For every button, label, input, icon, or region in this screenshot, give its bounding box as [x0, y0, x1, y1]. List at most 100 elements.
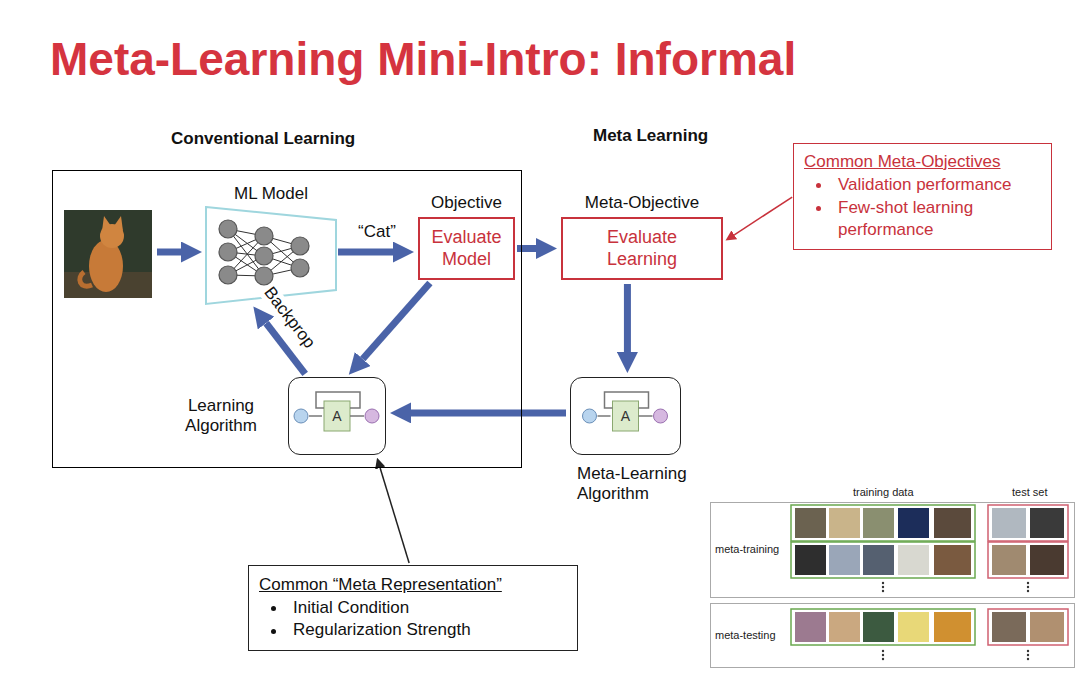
edge-label: Backprop: [258, 282, 319, 354]
dataset-thumbnails: [1027, 582, 1029, 584]
connector-arrow: [734, 197, 792, 235]
meta-algorithm-icon: [605, 392, 649, 408]
meta-objectives-callout: Common Meta-ObjectivesValidation perform…: [793, 143, 1052, 250]
algorithm-icon: [294, 409, 308, 423]
dataset-thumbnails: [1027, 658, 1029, 660]
meta-algorithm-icon: [583, 409, 597, 423]
algorithm-icon: [294, 392, 379, 431]
node-text: Evaluate Learning: [586, 227, 698, 270]
meta-training-row: meta-training: [710, 502, 1075, 598]
slide-title: Meta-Learning Mini-Intro: Informal: [50, 34, 796, 85]
dataset-thumbnails: [791, 609, 975, 645]
dataset-thumbnails: [795, 612, 826, 642]
algorithm-icon: [309, 415, 322, 417]
node-heading: ML Model: [234, 184, 308, 204]
node-heading: Objective: [431, 193, 502, 213]
neural-network: [291, 259, 309, 277]
dataset-thumbnails: [795, 545, 826, 575]
node-text: Validation performance: [804, 174, 1012, 197]
node-text: Few-shot learning performance: [804, 197, 1041, 243]
column-heading: test set: [1012, 486, 1047, 498]
dataset-thumbnails: [791, 542, 975, 578]
node-heading: Conventional Learning: [171, 129, 355, 149]
node-text: Initial Condition: [259, 597, 409, 620]
dataset-thumbnails: [898, 508, 929, 538]
meta-testing-row: meta-testing: [710, 603, 1075, 668]
meta-algorithm-icon: [583, 392, 668, 431]
neural-network: [291, 237, 309, 255]
dataset-thumbnails: [1027, 650, 1029, 652]
dataset-thumbnails: [898, 612, 929, 642]
dataset-thumbnails: [934, 545, 971, 575]
meta-algorithm-icon: [598, 415, 611, 417]
dataset-thumbnails: [863, 612, 894, 642]
objective-box: ObjectiveEvaluate Model: [418, 217, 515, 280]
connector-arrow: [517, 245, 536, 252]
dataset-thumbnails: [1030, 508, 1064, 538]
neural-network: [255, 247, 273, 265]
meta-algorithm-icon: [613, 401, 639, 431]
section-heading: Meta Learning: [593, 126, 708, 146]
column-heading: training data: [853, 486, 914, 498]
meta-representation-callout: Common “Meta Representation”Initial Cond…: [248, 565, 578, 651]
dataset-thumbnails: [992, 545, 1026, 575]
meta-objective-box: Meta-ObjectiveEvaluate Learning: [561, 217, 723, 280]
connector-arrow: [380, 468, 409, 563]
connector-arrow: [338, 249, 393, 256]
dataset-thumbnails: [898, 545, 929, 575]
meta-algorithm-icon: [654, 409, 668, 423]
dataset-thumbnails: [882, 582, 884, 584]
cat-photo: [114, 216, 123, 231]
dataset-thumbnails: [1027, 654, 1029, 656]
dataset-thumbnails: [988, 542, 1068, 578]
dataset-thumbnails: [829, 508, 860, 538]
neural-network: [255, 267, 273, 285]
dataset-thumbnails: [934, 508, 971, 538]
edge-label: “Cat”: [356, 223, 398, 242]
dataset-thumbnails: [795, 508, 826, 538]
connector-arrow: [624, 284, 631, 352]
dataset-thumbnails: [1030, 612, 1064, 642]
dataset-thumbnails: [988, 505, 1068, 541]
node-heading: Learning Algorithm: [173, 396, 269, 437]
cat-photo: [89, 240, 123, 292]
dataset-thumbnails: [934, 612, 971, 642]
dataset-thumbnails: [1030, 545, 1064, 575]
cat-photo: [64, 210, 152, 298]
dataset-thumbnails: [863, 508, 894, 538]
connector-arrow: [363, 283, 430, 359]
dataset-thumbnails: [791, 505, 975, 645]
neural-network: [219, 220, 237, 238]
icon-letter: A: [613, 401, 639, 431]
dataset-thumbnails: [791, 505, 1068, 660]
algorithm-icon: [324, 401, 350, 431]
connector-arrow: [411, 409, 566, 416]
node-text: Evaluate Model: [426, 227, 507, 270]
dataset-thumbnails: [882, 582, 1029, 660]
meta-algorithm-icon: [639, 415, 653, 417]
node-heading: meta-training: [715, 543, 779, 556]
algorithm-icon: [316, 392, 360, 408]
dataset-thumbnails: [992, 612, 1026, 642]
dataset-thumbnails: [988, 609, 1068, 645]
meta-learning-algorithm-box: Meta-Learning Algorithm: [570, 377, 681, 455]
dataset-thumbnails: [988, 505, 1068, 645]
dataset-thumbnails: [1027, 586, 1029, 588]
neural-network: [219, 243, 237, 261]
neural-network: [255, 227, 273, 245]
node-heading: meta-testing: [715, 629, 776, 642]
node-heading: Common Meta-Objectives: [804, 151, 1001, 174]
neural-network: [219, 266, 237, 284]
algorithm-icon: [350, 415, 364, 417]
cat-photo: [64, 210, 152, 298]
dataset-thumbnails: [791, 505, 975, 541]
algorithm-icon: [365, 409, 379, 423]
icon-letter: A: [324, 401, 350, 431]
node-text: Regularization Strength: [259, 619, 471, 642]
dataset-thumbnails: [992, 508, 1026, 538]
dataset-thumbnails: [829, 612, 860, 642]
